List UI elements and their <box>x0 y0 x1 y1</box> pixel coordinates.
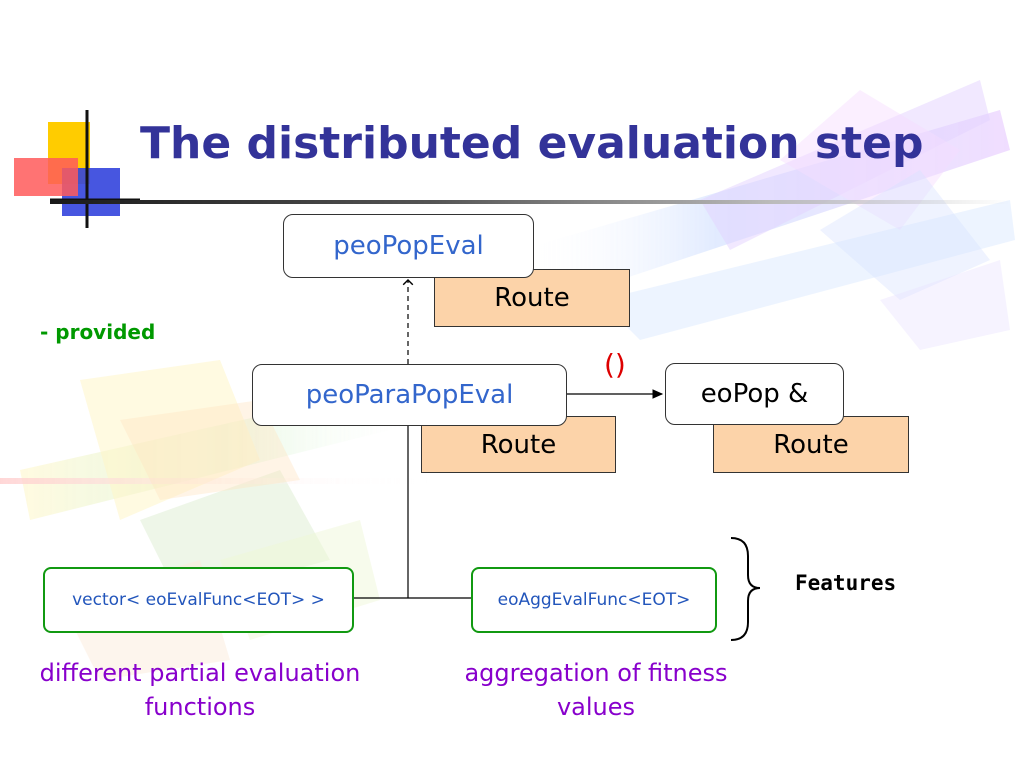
features-label: Features <box>795 571 897 595</box>
node-eo-pop: eoPop & <box>665 363 844 425</box>
node-eo-pop-label: eoPop & <box>700 379 809 409</box>
node-vector-eval-func-label: vector< eoEvalFunc<EOT> > <box>72 590 325 610</box>
caption-right: aggregation of fitness values <box>464 659 728 721</box>
provided-label: - provided <box>40 320 156 344</box>
pastel-streaks-right <box>520 80 1015 350</box>
slide-title: The distributed evaluation step <box>140 118 924 169</box>
route-label-right: Route <box>773 429 849 460</box>
node-peo-para-pop-eval-label: peoParaPopEval <box>305 380 514 410</box>
node-peo-para-pop-eval: peoParaPopEval <box>252 364 567 426</box>
node-agg-eval-func: eoAggEvalFunc<EOT> <box>471 567 717 633</box>
route-box-right: Route <box>713 416 909 473</box>
node-peo-pop-eval-label: peoPopEval <box>333 231 484 261</box>
call-operator: () <box>604 348 626 381</box>
node-peo-pop-eval: peoPopEval <box>283 214 534 278</box>
node-agg-eval-func-label: eoAggEvalFunc<EOT> <box>497 590 691 610</box>
route-label-middle: Route <box>480 429 557 460</box>
title-underline <box>50 200 1010 204</box>
route-box-top: Route <box>434 269 630 327</box>
route-label-top: Route <box>494 283 570 313</box>
node-vector-eval-func: vector< eoEvalFunc<EOT> > <box>43 567 354 633</box>
caption-left: different partial evaluation functions <box>39 659 361 721</box>
features-brace <box>730 537 761 641</box>
corner-logo <box>14 110 140 228</box>
